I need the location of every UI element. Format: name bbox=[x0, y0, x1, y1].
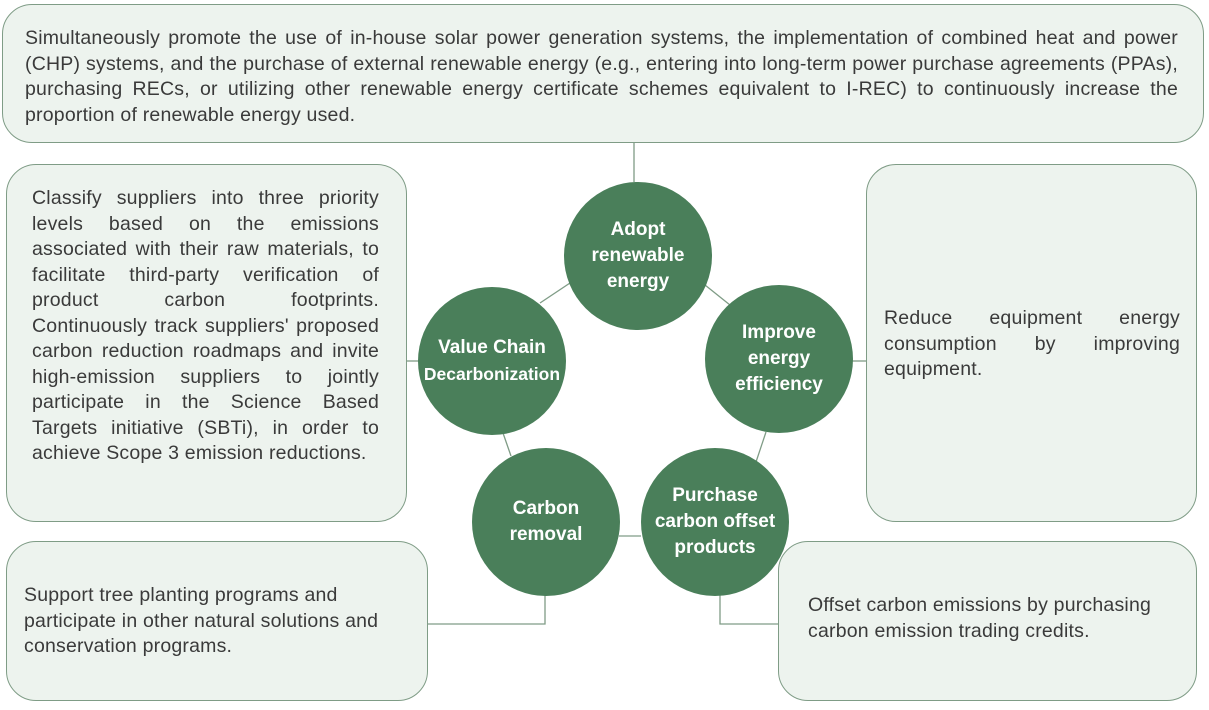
node-improve-energy-efficiency: Improve energy efficiency bbox=[705, 285, 853, 433]
renewable-energy-description-box: Simultaneously promote the use of in-hou… bbox=[2, 4, 1204, 143]
offset-description: Offset carbon emissions by purchasing ca… bbox=[808, 594, 1152, 642]
removal-description: Support tree planting programs and parti… bbox=[24, 584, 379, 657]
value-chain-description: Classify suppliers into three priority l… bbox=[32, 187, 379, 464]
node-purchase-line-3: products bbox=[674, 537, 756, 558]
ring-adopt-improve bbox=[704, 284, 731, 306]
node-improve-line-3: efficiency bbox=[735, 374, 823, 395]
node-purchase-carbon-offset: Purchase carbon offset products bbox=[641, 448, 789, 596]
ring-removal-value bbox=[502, 432, 512, 457]
value-chain-description-box: Classify suppliers into three priority l… bbox=[6, 164, 407, 522]
removal-description-box: Support tree planting programs and parti… bbox=[6, 541, 428, 701]
node-adopt-renewable-energy: Adopt renewable energy bbox=[564, 182, 712, 330]
ring-value-adopt bbox=[539, 282, 571, 304]
node-carbon-removal: Carbon removal bbox=[472, 448, 620, 596]
efficiency-description-box: Reduce equipment energy consumption by i… bbox=[866, 164, 1197, 522]
node-value-chain-line-2: Decarbonization bbox=[423, 364, 561, 384]
ring-improve-purchase bbox=[755, 431, 767, 463]
node-improve-line-2: energy bbox=[747, 348, 811, 369]
offset-description-box: Offset carbon emissions by purchasing ca… bbox=[778, 541, 1197, 701]
renewable-energy-description: Simultaneously promote the use of in-hou… bbox=[25, 27, 1178, 126]
node-adopt-line-3: energy bbox=[606, 271, 670, 292]
node-removal-line-2: removal bbox=[509, 524, 583, 545]
leader-removal bbox=[427, 594, 546, 625]
leader-offset bbox=[719, 594, 778, 625]
node-value-chain-decarbonization: Value Chain Decarbonization bbox=[418, 287, 566, 435]
node-adopt-line-2: renewable bbox=[591, 245, 685, 266]
efficiency-description: Reduce equipment energy consumption by i… bbox=[884, 307, 1180, 380]
node-value-chain-line-1: Value Chain bbox=[438, 337, 546, 358]
node-purchase-line-2: carbon offset bbox=[654, 511, 776, 532]
node-adopt-line-1: Adopt bbox=[610, 219, 666, 240]
node-improve-line-1: Improve bbox=[742, 322, 816, 343]
node-purchase-line-1: Purchase bbox=[672, 485, 758, 506]
node-removal-line-1: Carbon bbox=[512, 498, 580, 519]
